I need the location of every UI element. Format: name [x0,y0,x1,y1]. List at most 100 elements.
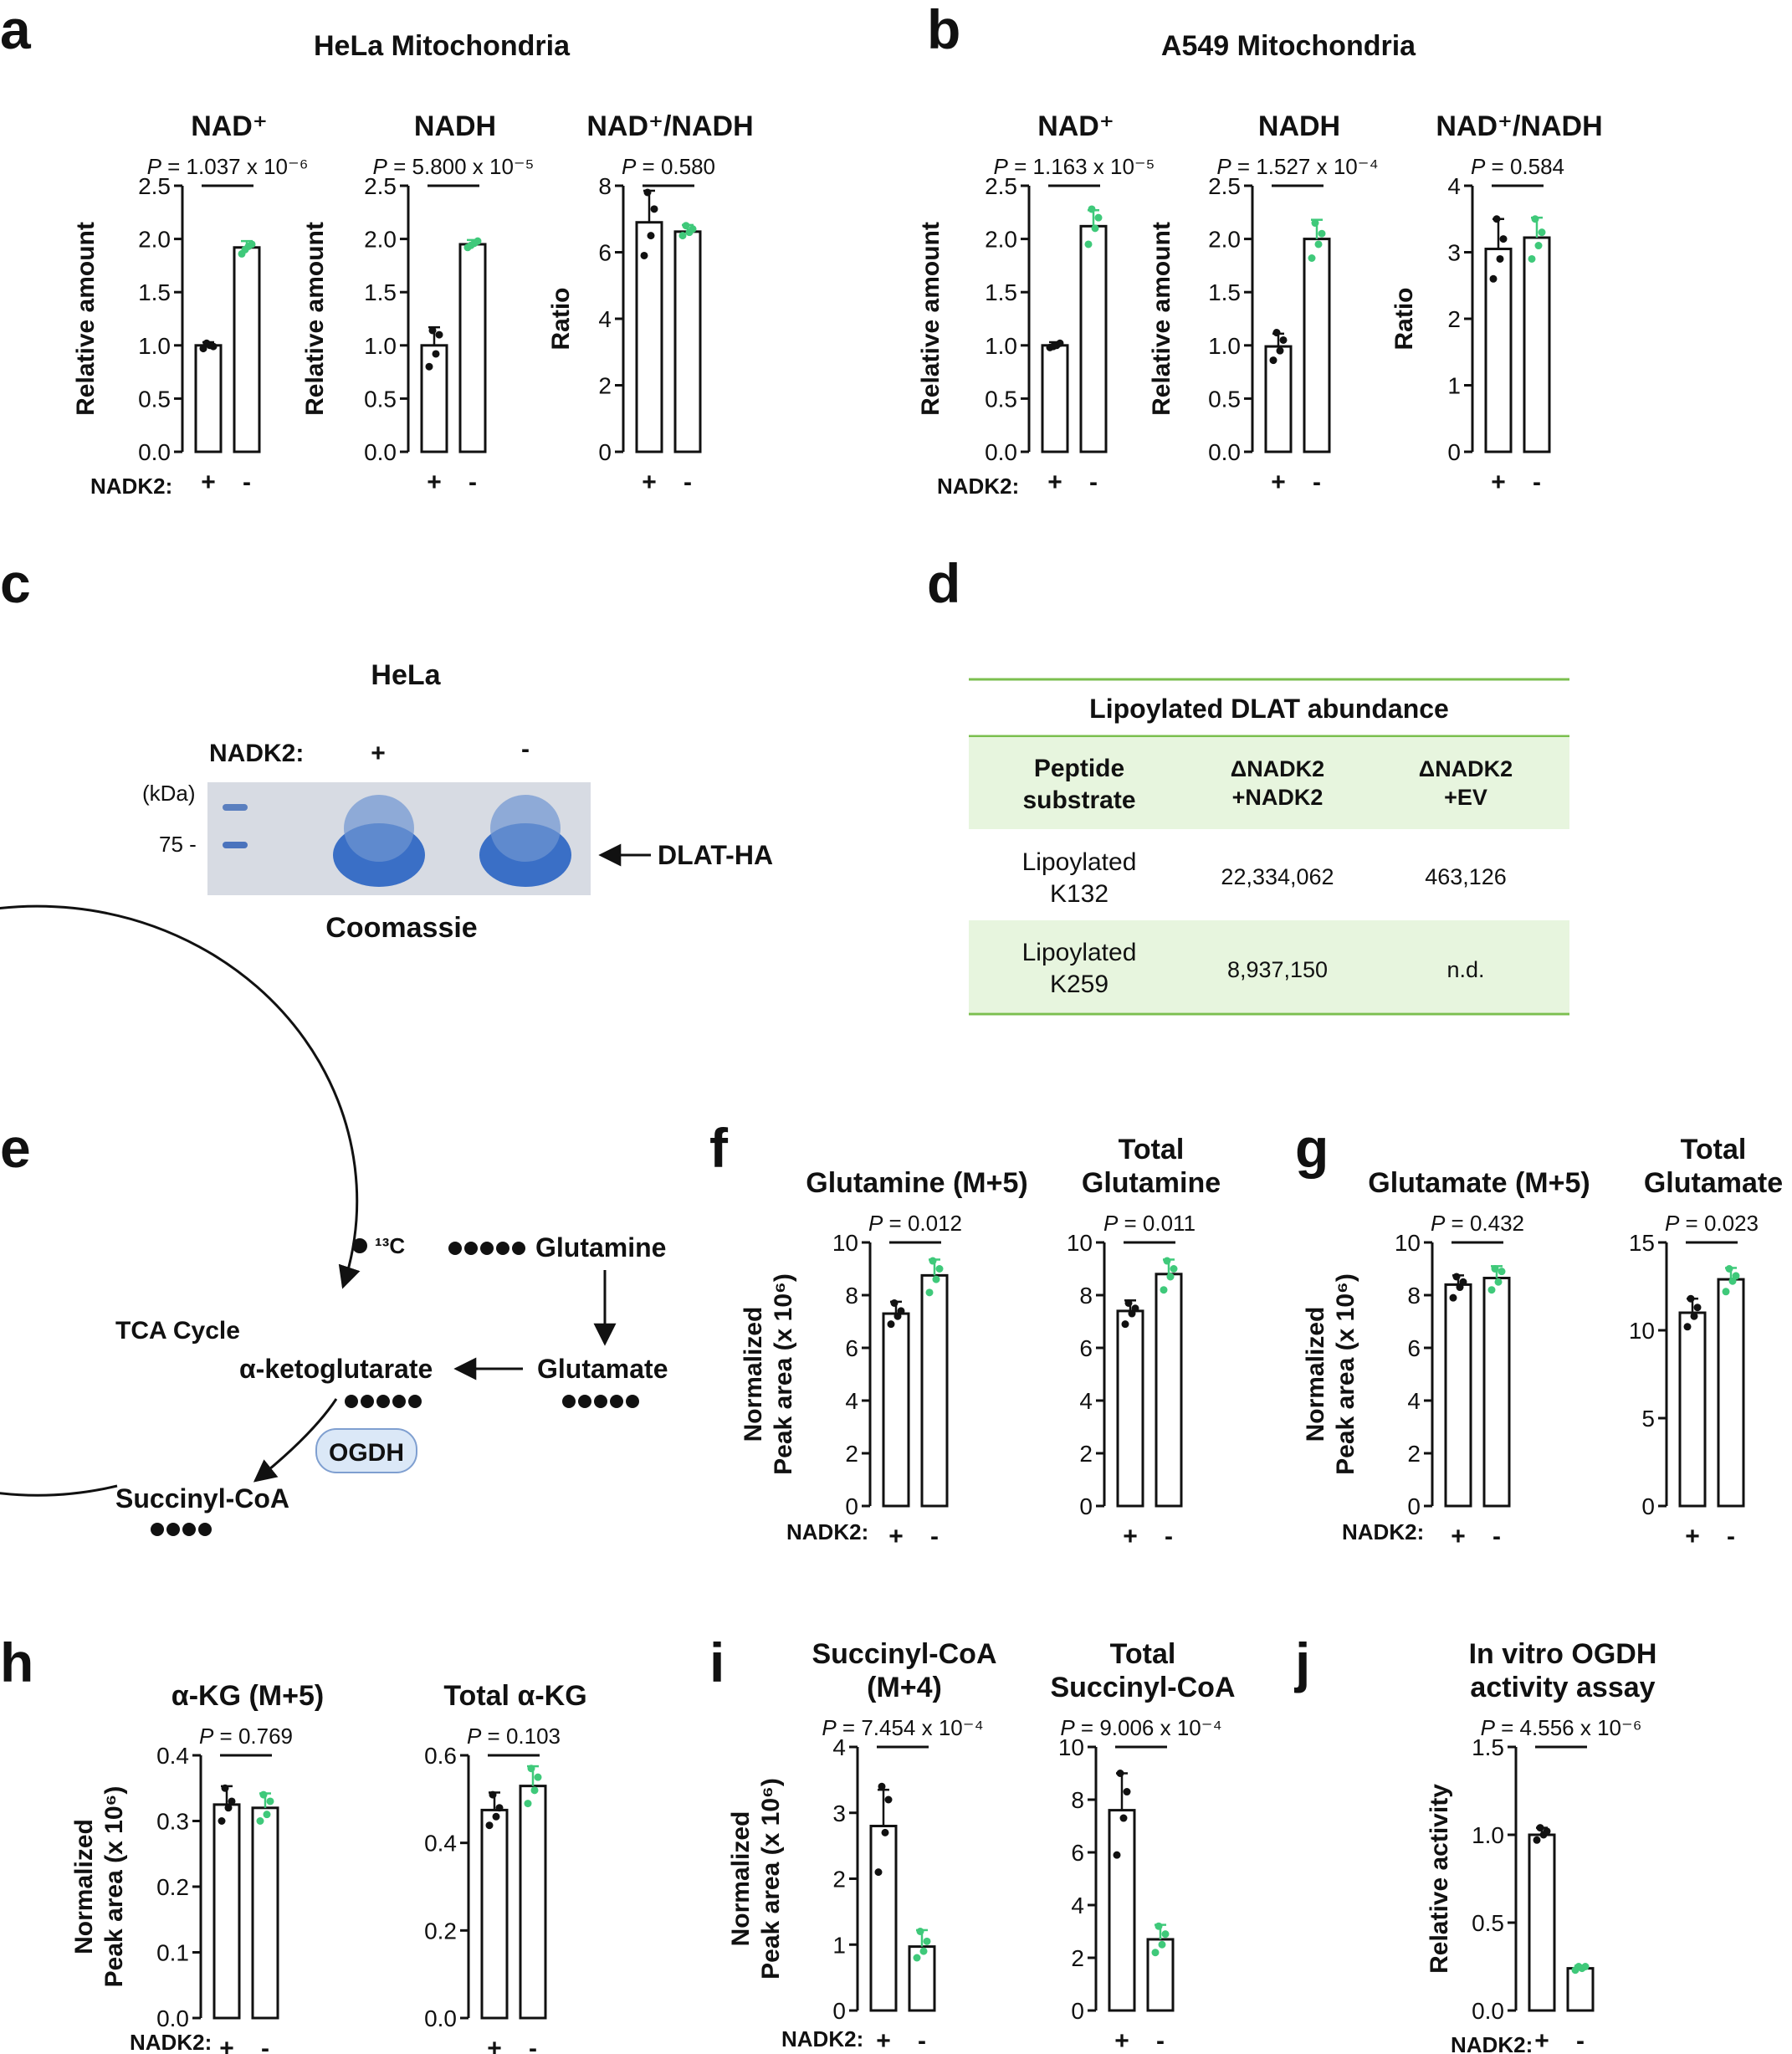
glutamine-carbon-dot [480,1242,494,1255]
p-value: P = 0.012 [868,1211,962,1236]
bar-minus [519,1785,547,2020]
p-value-number: = 0.432 [1445,1211,1524,1236]
succinyl-coa-carbon-dot [198,1523,212,1536]
succinyl-coa-carbon-dot [151,1523,164,1536]
panel-letter-c: c [0,552,31,614]
y-tick-label: 2 [832,1867,846,1893]
y-tick-label: 1.0 [364,333,397,359]
y-tick-label: 1.5 [1208,279,1241,305]
table-row2-col3: n.d. [1446,957,1484,982]
bar-minus [458,243,487,453]
data-point [913,1954,921,1962]
category-label: - [1165,1523,1173,1550]
data-point [1272,329,1281,337]
table-row2-col1-l2: K259 [1050,971,1108,998]
data-point [1116,1770,1124,1777]
chart-title: (M+4) [867,1672,942,1703]
data-point [1534,242,1543,250]
glutamate-carbon-dots [562,1395,639,1408]
data-point [266,1797,274,1806]
data-point [881,1828,889,1836]
p-value: P = 0.103 [467,1724,561,1749]
data-point [256,1817,264,1825]
p-value-number: = 1.037 x 10⁻⁶ [161,154,309,179]
y-tick-label: 0.0 [424,2005,457,2031]
p-value-number: = 7.454 x 10⁻⁴ [837,1715,984,1740]
bar-plus [1678,1311,1707,1508]
y-tick-label: 1.0 [1208,333,1241,359]
data-point [1491,1265,1499,1273]
group-label: NADK2: [130,2030,212,2054]
p-value-number: = 0.103 [481,1724,561,1749]
table-header-col3-l2: +EV [1444,785,1487,810]
p-value: P = 1.527 x 10⁻⁴ [1216,154,1378,179]
p-value: P = 0.023 [1665,1211,1759,1236]
data-point [1161,1930,1170,1939]
data-point [935,1265,944,1273]
p-value-symbol: P [622,154,637,179]
data-point [524,1800,532,1808]
gel-unit: (kDa) [142,781,196,806]
p-value-number: = 0.584 [1485,154,1564,179]
ladder-band-lower [223,842,248,848]
y-tick-label: 2.5 [138,173,171,199]
p-value-symbol: P [994,154,1009,179]
p-value-symbol: P [1665,1211,1680,1236]
chart-title: NAD⁺/NADH [586,110,753,142]
data-point [1487,1286,1496,1294]
glutamate-carbon-dot [626,1395,639,1408]
bar-plus [1116,1309,1144,1508]
p-value-number: = 0.769 [213,1724,293,1749]
chart-j1: 0.00.51.01.5+-P = 4.556 x 10⁻⁶In vitro O… [1426,1638,1656,2054]
p-value: P = 5.800 x 10⁻⁵ [373,154,535,179]
data-point [221,1784,229,1792]
chart-title: NADH [414,110,496,142]
bar-minus [908,1945,936,2012]
y-tick-label: 0 [845,1493,858,1519]
bar-minus [1717,1278,1745,1508]
group-label: NADK2: [1342,1519,1424,1544]
p-value-symbol: P [1216,154,1231,179]
data-point [1452,1273,1461,1281]
data-point [209,342,218,351]
data-point [689,225,697,233]
akg-label: α-ketoglutarate [239,1354,433,1384]
chart-title: activity assay [1470,1672,1655,1703]
p-value: P = 0.432 [1431,1211,1524,1236]
akg-carbon-dot [408,1395,422,1408]
succinyl-coa-carbon-dot [182,1523,196,1536]
data-point [1318,229,1326,238]
y-tick-label: 4 [1079,1388,1093,1414]
data-point [919,1947,928,1955]
glutamine-label: Glutamine [535,1232,666,1263]
data-point [1528,254,1536,263]
y-axis-label: Relative amount [301,222,329,416]
y-tick-label: 2.0 [1208,227,1241,253]
data-point [1113,1851,1121,1859]
y-tick-label: 0.0 [1208,439,1241,465]
data-point [1314,240,1323,248]
table-row1-col1-l2: K132 [1050,880,1108,908]
y-tick-label: 6 [1407,1335,1421,1361]
category-label: + [1491,469,1506,496]
data-point [263,1811,271,1819]
tca-cycle-label: TCA Cycle [115,1317,240,1345]
data-point [1496,254,1504,263]
y-tick-label: 0 [832,1998,846,2024]
data-point [435,330,443,339]
y-tick-label: 0 [598,439,612,465]
data-point [890,1298,899,1307]
data-point [1276,346,1284,355]
gel-band-lane-plus-smear [344,795,414,862]
y-tick-label: 0.5 [1472,1910,1504,1936]
category-label: + [201,469,216,496]
data-point [897,1307,905,1315]
data-point [1531,215,1539,223]
chart-a1: 0.00.51.01.52.02.5+-P = 1.037 x 10⁻⁶NAD⁺… [72,110,308,499]
ogdh-label: OGDH [329,1439,404,1467]
data-point [241,245,249,254]
y-axis-label: Relative amount [1148,222,1175,416]
y-tick-label: 4 [845,1388,858,1414]
